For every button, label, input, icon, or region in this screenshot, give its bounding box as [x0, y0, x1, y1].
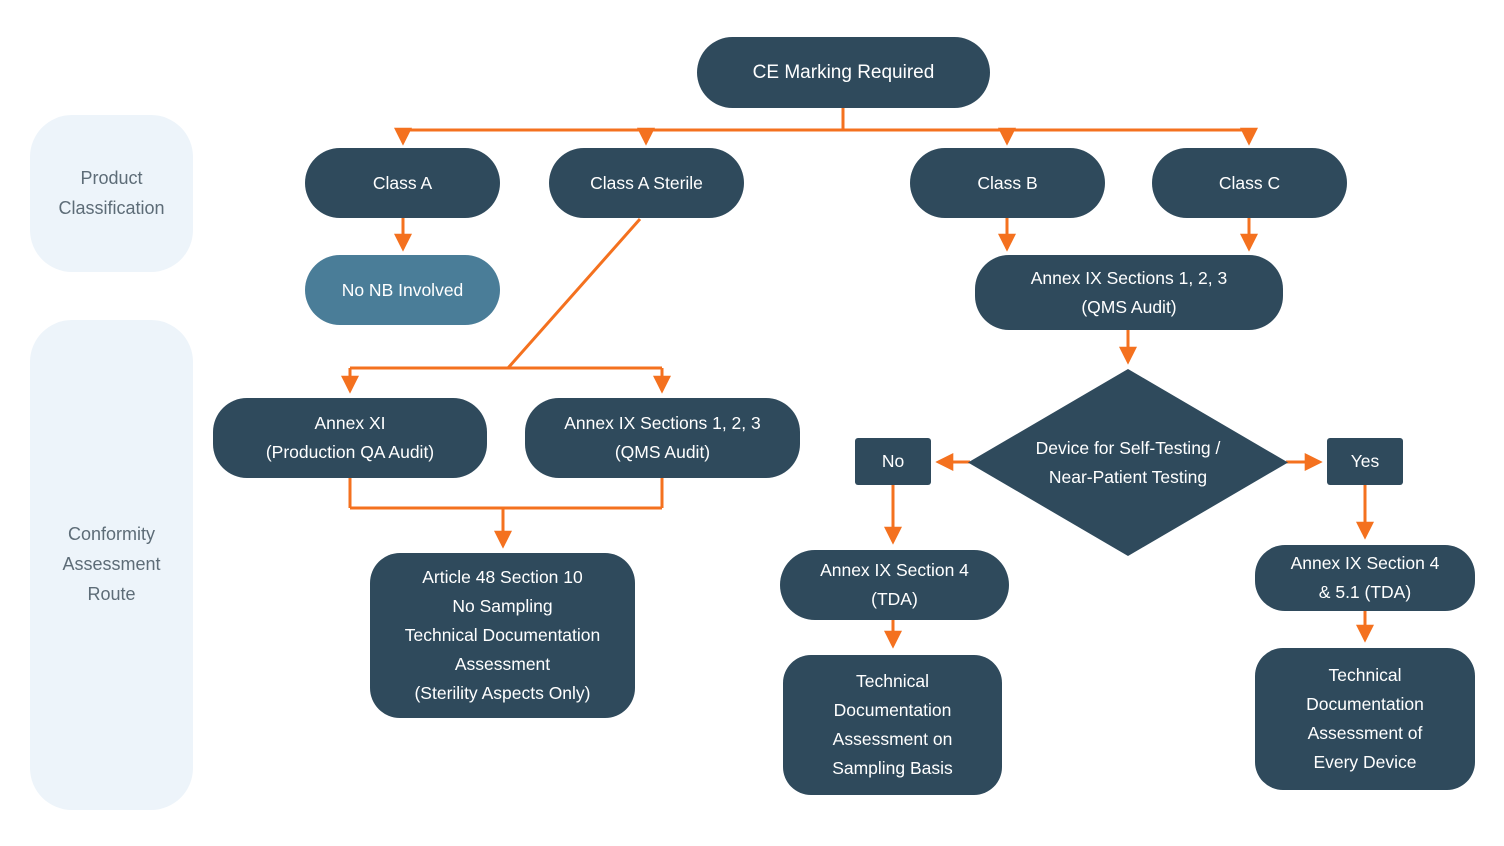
node-annex-ix-section-4-tda: Annex IX Section 4 (TDA)	[780, 550, 1009, 620]
node-tda-sampling-basis: Technical Documentation Assessment on Sa…	[783, 655, 1002, 795]
node-ce-marking-required: CE Marking Required	[697, 37, 990, 108]
node-annex-ix-sections-123-qms-audit-left: Annex IX Sections 1, 2, 3 (QMS Audit)	[525, 398, 800, 478]
node-article-48-section-10: Article 48 Section 10 No Sampling Techni…	[370, 553, 635, 718]
sidebar-label-conformity-assessment-route: Conformity Assessment Route	[30, 320, 193, 810]
sidebar-label-product-classification: Product Classification	[30, 115, 193, 272]
node-tda-every-device: Technical Documentation Assessment of Ev…	[1255, 648, 1475, 790]
node-annex-ix-sections-123-qms-audit-right: Annex IX Sections 1, 2, 3 (QMS Audit)	[975, 255, 1283, 330]
node-class-a: Class A	[305, 148, 500, 218]
decision-branch-no: No	[855, 438, 931, 485]
node-no-nb-involved: No NB Involved	[305, 255, 500, 325]
node-class-a-sterile: Class A Sterile	[549, 148, 744, 218]
node-class-c: Class C	[1152, 148, 1347, 218]
node-annex-ix-section-4-and-51-tda: Annex IX Section 4 & 5.1 (TDA)	[1255, 545, 1475, 611]
node-annex-xi-production-qa-audit: Annex XI (Production QA Audit)	[213, 398, 487, 478]
node-class-b: Class B	[910, 148, 1105, 218]
decision-branch-yes: Yes	[1327, 438, 1403, 485]
